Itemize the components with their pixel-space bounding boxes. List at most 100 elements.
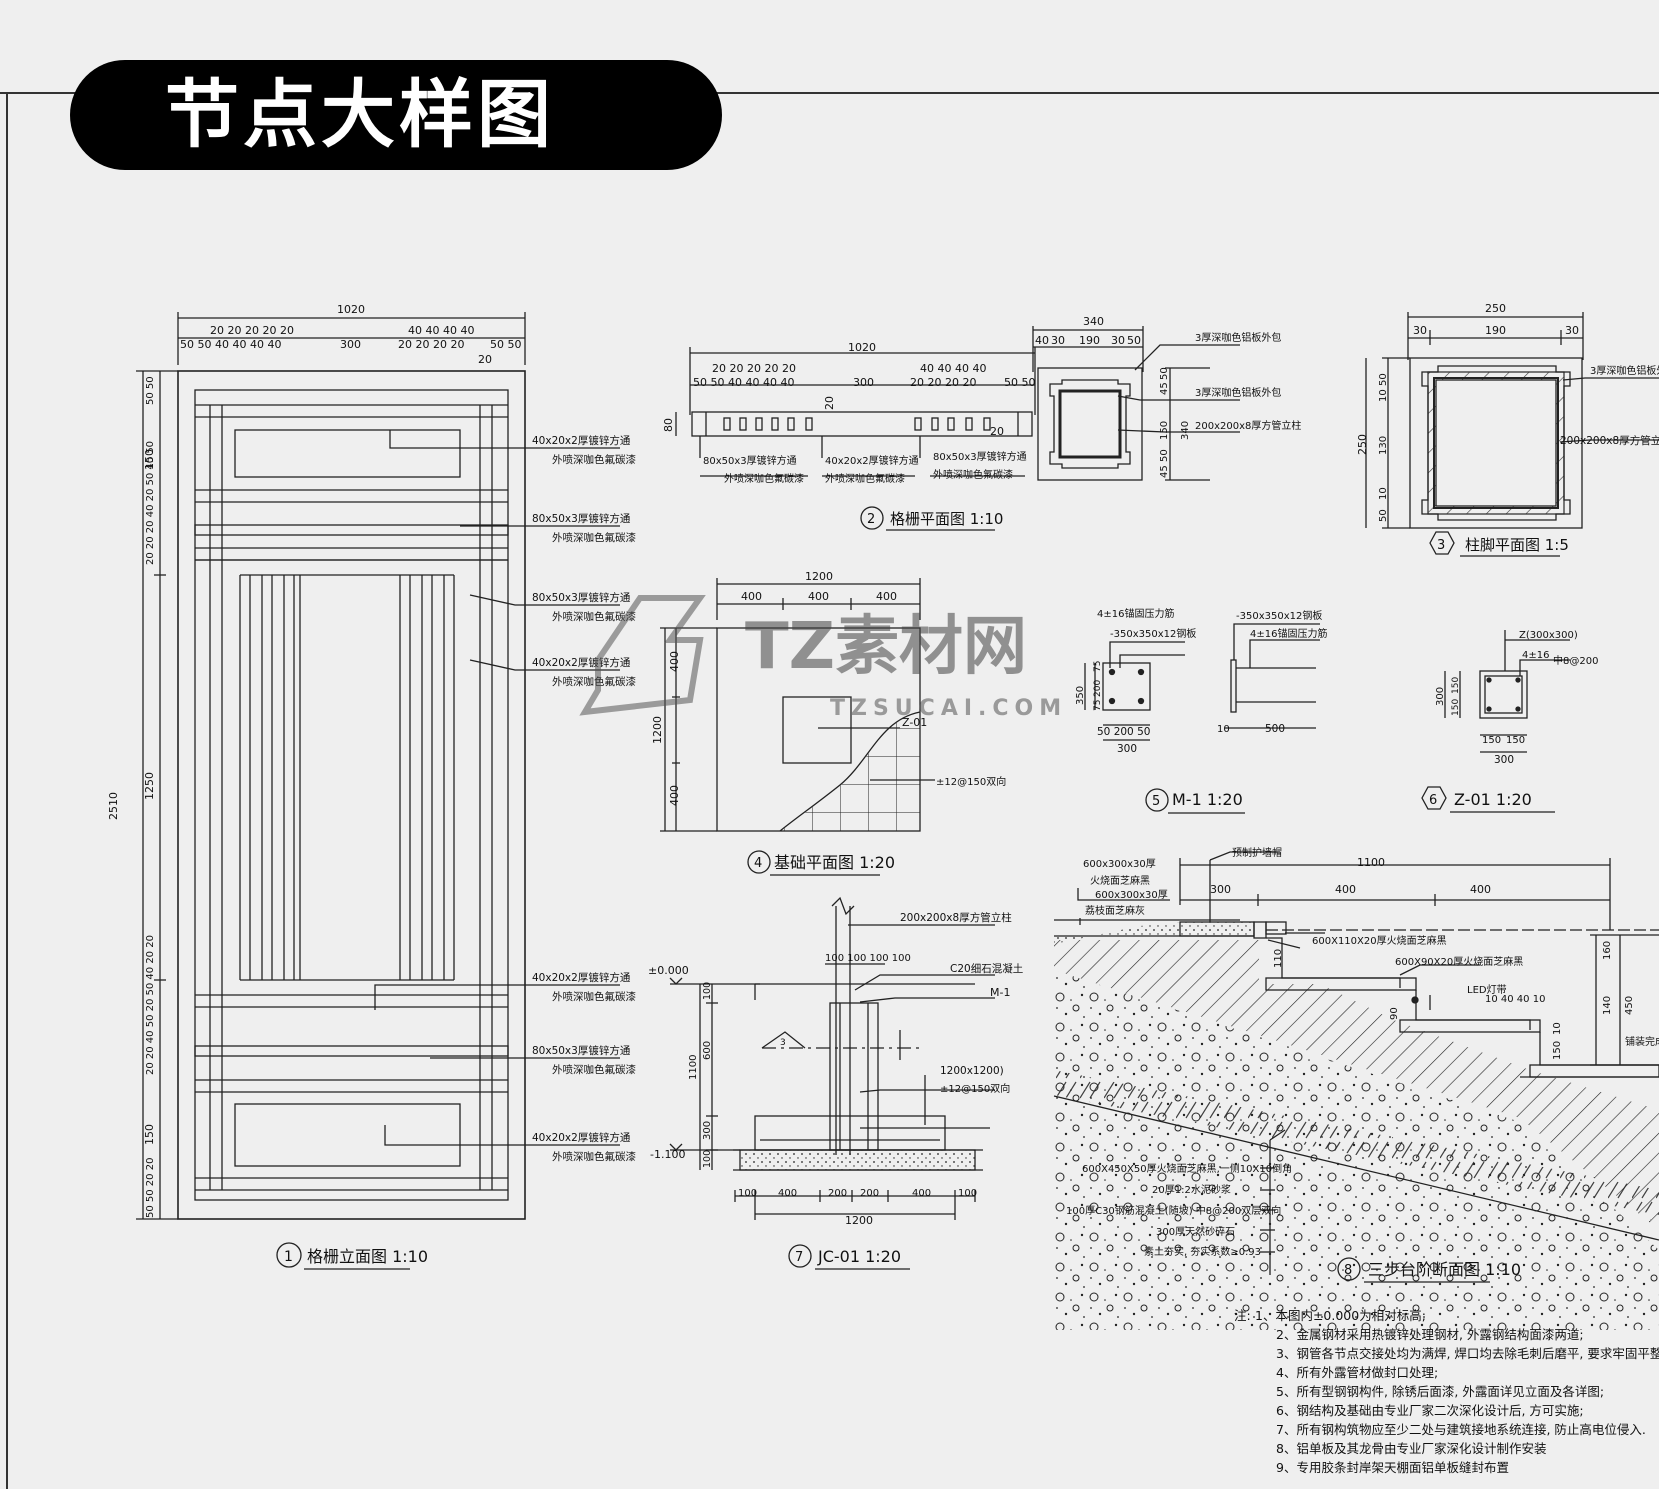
d5-b1: 50 200 50 (1097, 726, 1150, 738)
title-banner (70, 60, 722, 170)
d1-label-4a: 40x20x2厚镀锌方通 (532, 656, 631, 669)
d6-b1: 150 (1482, 735, 1501, 746)
d8-bottom-1: 600X450X50厚火烧面芝麻黑,一侧10X10倒角 (1082, 1162, 1292, 1175)
d7-top-dims: 100 100 100 100 (825, 953, 911, 964)
d7-l5: ±12@150双向 (940, 1082, 1010, 1095)
d3-v2: 10 (1378, 389, 1389, 402)
diagram-8-text: 1100 300 400 400 600x300x30厚 火烧面芝麻黑 600x… (1066, 846, 1659, 1283)
d2-num: 2 (867, 512, 875, 527)
d7-l4: 1200x1200) (940, 1065, 1004, 1077)
d6-title: Z-01 1:20 (1454, 790, 1532, 809)
d2-col-r4: 340 (1180, 421, 1191, 440)
d8-dim-r5: 10 (1552, 1022, 1563, 1035)
diagram-2-plan (675, 326, 1240, 481)
d7-v2: 1100 (688, 1055, 699, 1080)
d7-b-3: 200 (828, 1188, 847, 1199)
d8-dim-r2: 140 (1602, 996, 1613, 1015)
note-6: 6、钢结构及基础由专业厂家二次深化设计后, 方可实施; (1276, 1403, 1584, 1418)
page-title: 节点大样图 (165, 72, 555, 158)
d7-b-2: 400 (778, 1188, 797, 1199)
diagram-6-text: Z(300x300) 4±16 中8@200 300 150 150 150 1… (1421, 630, 1598, 813)
d5-title: M-1 1:20 (1172, 790, 1243, 809)
d2-row2-a: 50 50 40 40 40 40 (693, 376, 794, 389)
d6-l1: Z(300x300) (1519, 630, 1578, 641)
d8-l-mid: 预制护墙帽 (1232, 846, 1282, 859)
d8-d90: 90 (1389, 1007, 1400, 1020)
d1-top-d: 20 20 20 20 (398, 338, 464, 351)
d8-bottom-2: 20厚1:2水泥砂浆 (1152, 1183, 1231, 1196)
d6-l2: 4±16 (1522, 650, 1549, 661)
d1-left-stack-b: 20 20 20 40 20 50 40 50 (145, 441, 156, 565)
d2-col-total: 340 (1083, 315, 1104, 328)
d3-l1: 3厚深咖色铝板外包 (1590, 364, 1659, 377)
notes-block: 注: 1、本图内±0.000为相对标高; 2、金属钢材采用热镀锌处理钢材, 外露… (1234, 1308, 1659, 1475)
d1-label-6a: 80x50x3厚镀锌方通 (532, 1044, 631, 1057)
d7-level-top: ±0.000 (648, 964, 689, 977)
note-5: 5、所有型钢钢构件, 除锈后面漆, 外露面详见立面及各详图; (1276, 1384, 1604, 1399)
diagram-7-section (669, 896, 995, 1220)
d8-top-3: 400 (1470, 883, 1491, 896)
d7-l1: 200x200x8厚方管立柱 (900, 911, 1012, 924)
d3-v-total: 250 (1356, 434, 1369, 455)
d8-bottom-5: 素土夯实, 夯实系数≥0.93 (1144, 1245, 1261, 1258)
d6-l3: 中8@200 (1553, 654, 1598, 667)
d2-col-c: 30 (1111, 334, 1125, 347)
d7-b-6: 100 (958, 1188, 977, 1199)
d1-label-1b: 外喷深咖色氟碳漆 (552, 453, 636, 466)
d8-dim-r3: 450 (1624, 996, 1635, 1015)
diagram-1-elevation (136, 312, 620, 1220)
d3-v4: 10 (1378, 487, 1389, 500)
diagram-1-text: 1020 20 20 20 20 20 40 40 40 40 50 50 40… (107, 303, 636, 1270)
d5-v4: 75 (1093, 700, 1103, 711)
d7-l2: C20细石混凝土 (950, 962, 1023, 975)
note-1: 1、本图内±0.000为相对标高; (1255, 1308, 1426, 1323)
d7-b-4: 200 (860, 1188, 879, 1199)
d6-b3: 300 (1494, 754, 1514, 766)
d7-level-bot: -1.100 (650, 1148, 685, 1161)
d8-bottom-4: 300厚天然砂碎石 (1156, 1225, 1235, 1238)
d7-l3: M-1 (990, 986, 1010, 999)
d3-a: 30 (1413, 324, 1427, 337)
sheet-border-top (0, 92, 1659, 94)
d4-vseg-1: 400 (668, 651, 681, 672)
d2-col-r2: 45 (1159, 382, 1170, 395)
d1-left-total: 2510 (107, 792, 120, 820)
d8-dim-r4: 150 (1552, 1041, 1563, 1060)
d2-total: 1020 (848, 341, 876, 354)
d1-left-stack-top: 50 50 (145, 376, 156, 405)
d2-col-r6: 45 (1159, 465, 1170, 478)
d5-b2: 300 (1117, 743, 1137, 755)
d5-l1: 4±16锚固压力筋 (1097, 607, 1174, 620)
d5-num: 5 (1152, 794, 1160, 809)
d3-total: 250 (1485, 302, 1506, 315)
note-7: 7、所有钢构筑物应至少二处与建筑接地系统连接, 防止高电位侵入. (1276, 1422, 1646, 1437)
d8-dims-s: 10 40 40 10 (1485, 994, 1545, 1005)
notes-prefix: 注: (1234, 1308, 1251, 1323)
d7-btotal: 1200 (845, 1214, 873, 1227)
diagram-8-step-section (1053, 851, 1659, 1330)
diagram-3-text: 250 30 190 30 250 50 10 130 10 50 3厚深咖色铝… (1356, 302, 1659, 557)
d7-v1: 100 (702, 982, 713, 1000)
d3-b: 30 (1565, 324, 1579, 337)
d7-v4: 300 (702, 1121, 713, 1140)
d4-rebar: ±12@150双向 (936, 775, 1006, 788)
d2-col-l3: 200x200x8厚方管立柱 (1195, 419, 1301, 432)
d1-left-stack-bot: 50 50 20 20 (145, 1158, 156, 1218)
d5-v2: 75 (1093, 661, 1103, 672)
d2-row2-b: 20 20 20 20 (910, 376, 976, 389)
d2-col-l2: 3厚深咖色铝板外包 (1195, 386, 1281, 399)
diagram-2-text: 1020 20 20 20 20 20 40 40 40 40 50 50 40… (662, 315, 1301, 531)
d2-col-b: 30 (1051, 334, 1065, 347)
d8-d110: 110 (1273, 949, 1284, 968)
d1-label-6b: 外喷深咖色氟碳漆 (552, 1063, 636, 1076)
d8-l-top1: 600x300x30厚 (1083, 858, 1156, 870)
d2-l3b: 外喷深咖色氟碳漆 (933, 468, 1013, 481)
d1-top-c: 50 50 40 40 40 40 (180, 338, 281, 351)
d1-label-3a: 80x50x3厚镀锌方通 (532, 591, 631, 604)
d3-mid: 190 (1485, 324, 1506, 337)
d4-tag: Z-01 (902, 716, 927, 729)
d3-num: 3 (1437, 538, 1445, 553)
d5-b4: 500 (1265, 723, 1285, 735)
d6-v2: 150 (1451, 677, 1461, 694)
d6-v3: 150 (1451, 699, 1461, 716)
